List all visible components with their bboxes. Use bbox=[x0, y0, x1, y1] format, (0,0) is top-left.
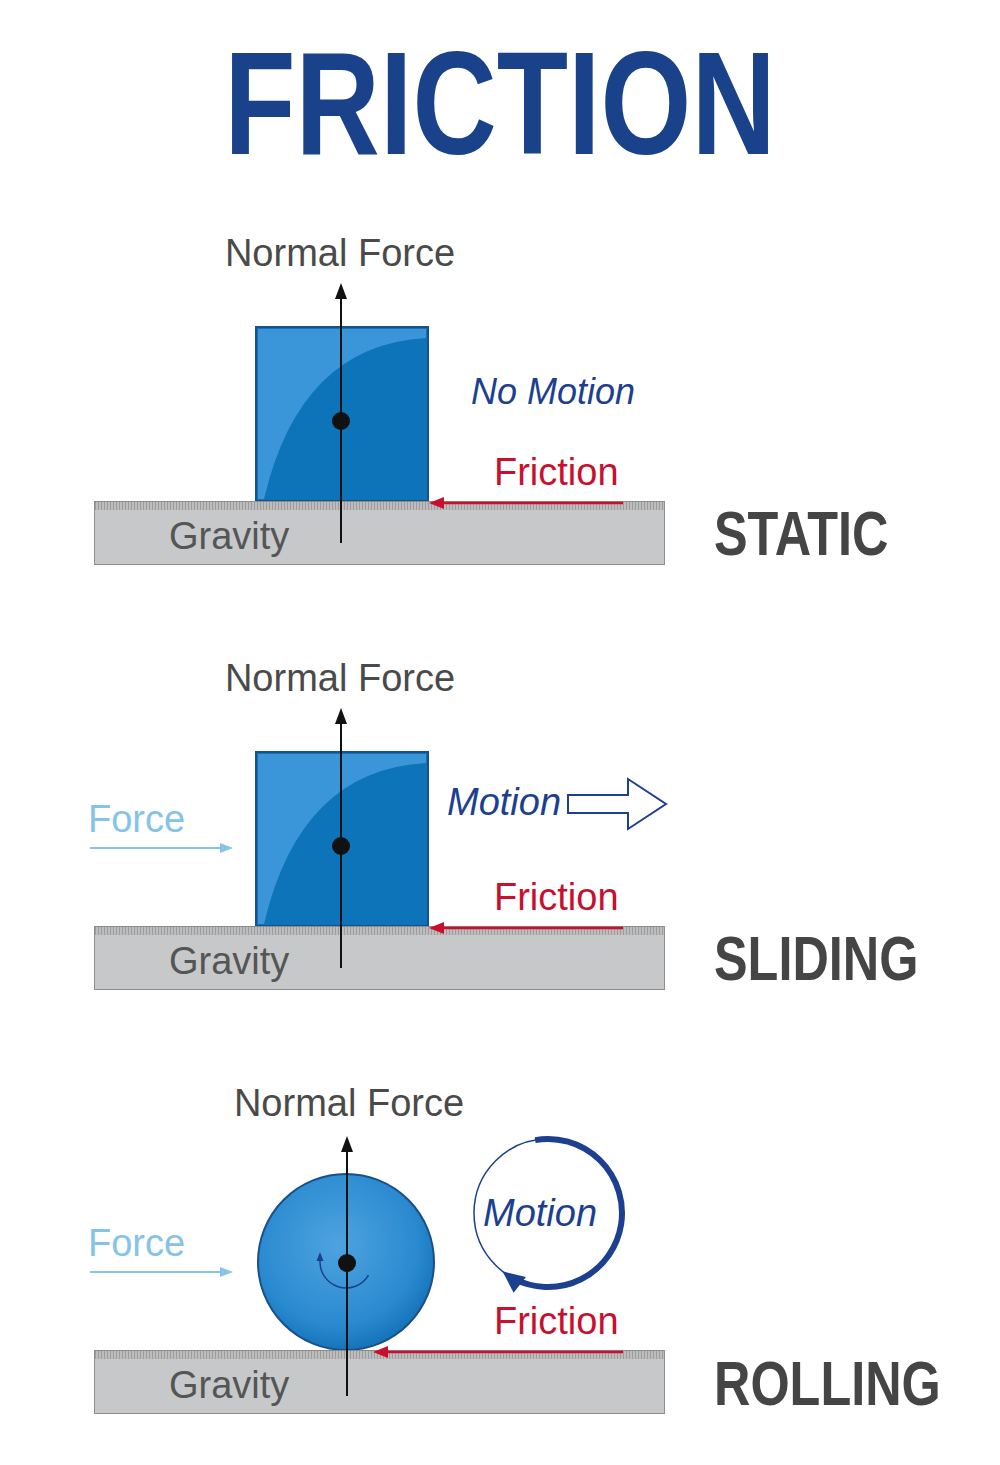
normal-force-arrowhead bbox=[335, 283, 347, 299]
center-of-mass bbox=[332, 412, 350, 430]
friction-arrow bbox=[441, 502, 623, 505]
friction-label: Friction bbox=[494, 1302, 619, 1340]
force-label: Normal Force bbox=[234, 1084, 464, 1122]
ground-label: Gravity bbox=[169, 1366, 289, 1404]
motion-label: Motion bbox=[483, 1194, 597, 1232]
ground-surface: Gravity bbox=[94, 926, 665, 990]
motion-label: Motion bbox=[447, 783, 561, 821]
normal-force-arrowhead bbox=[341, 1136, 353, 1152]
motion-arrowhead bbox=[502, 1271, 525, 1292]
ground-label: Gravity bbox=[169, 517, 289, 555]
friction-type-heading: STATIC bbox=[714, 502, 889, 565]
friction-arrowhead bbox=[429, 497, 444, 509]
force-label: Force bbox=[88, 1224, 185, 1262]
force-arrow bbox=[90, 1271, 222, 1273]
ground-surface: Gravity bbox=[94, 1350, 665, 1414]
force-label: Force bbox=[88, 800, 185, 838]
ground-label: Gravity bbox=[169, 942, 289, 980]
title: FRICTION bbox=[100, 31, 900, 177]
friction-type-heading: SLIDING bbox=[714, 927, 918, 990]
friction-arrowhead bbox=[373, 1346, 388, 1358]
friction-label: Friction bbox=[494, 453, 619, 491]
friction-arrowhead bbox=[429, 922, 444, 934]
force-arrowhead bbox=[220, 1267, 233, 1277]
ground-surface: Gravity bbox=[94, 501, 665, 565]
friction-type-heading: ROLLING bbox=[714, 1352, 941, 1415]
center-of-mass bbox=[332, 837, 350, 855]
friction-arrow bbox=[441, 927, 623, 930]
motion-label: No Motion bbox=[471, 374, 635, 410]
friction-arrow bbox=[385, 1351, 623, 1354]
force-label: Normal Force bbox=[225, 234, 455, 272]
center-of-mass bbox=[338, 1254, 356, 1272]
friction-label: Friction bbox=[494, 878, 619, 916]
force-label: Normal Force bbox=[225, 659, 455, 697]
normal-force-arrowhead bbox=[335, 708, 347, 724]
spin-arrowhead bbox=[317, 1252, 324, 1261]
force-arrow bbox=[90, 847, 222, 849]
force-arrowhead bbox=[220, 843, 233, 853]
motion-arrow bbox=[568, 779, 666, 829]
motion-circle bbox=[474, 1139, 622, 1287]
